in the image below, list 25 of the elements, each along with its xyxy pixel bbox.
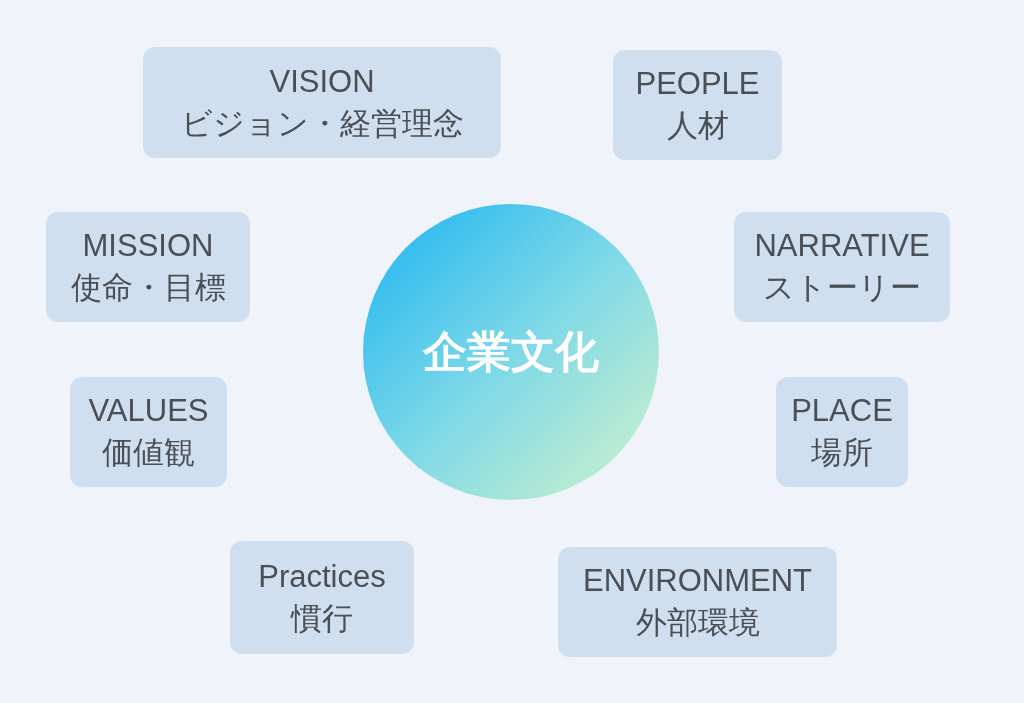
category-box	[70, 377, 227, 487]
category-subtitle: 人材	[666, 107, 729, 145]
category-subtitle: 価値観	[102, 434, 195, 472]
category-box	[734, 212, 950, 322]
category-title: NARRATIVE	[754, 227, 930, 266]
category-subtitle: 慣行	[291, 599, 353, 638]
category-subtitle: 場所	[811, 434, 873, 472]
category-title: VALUES	[88, 392, 209, 431]
category-title: Practices	[258, 557, 386, 596]
category-box	[230, 541, 414, 654]
category-title: MISSION	[82, 227, 214, 266]
category-subtitle: ストーリー	[763, 269, 921, 307]
category-title: ENVIRONMENT	[582, 562, 813, 601]
category-box	[46, 212, 250, 322]
category-title: PLACE	[791, 392, 893, 431]
category-box	[143, 47, 501, 158]
center-title: 企業文化	[423, 325, 599, 378]
category-subtitle: 外部環境	[635, 604, 760, 642]
category-title: PEOPLE	[635, 65, 760, 104]
category-subtitle: 使命・目標	[70, 269, 226, 307]
category-box	[613, 50, 782, 160]
category-box	[558, 547, 837, 657]
category-title: VISION	[269, 62, 375, 101]
category-box	[776, 377, 908, 487]
category-subtitle: ビジョン・経営理念	[180, 104, 464, 143]
